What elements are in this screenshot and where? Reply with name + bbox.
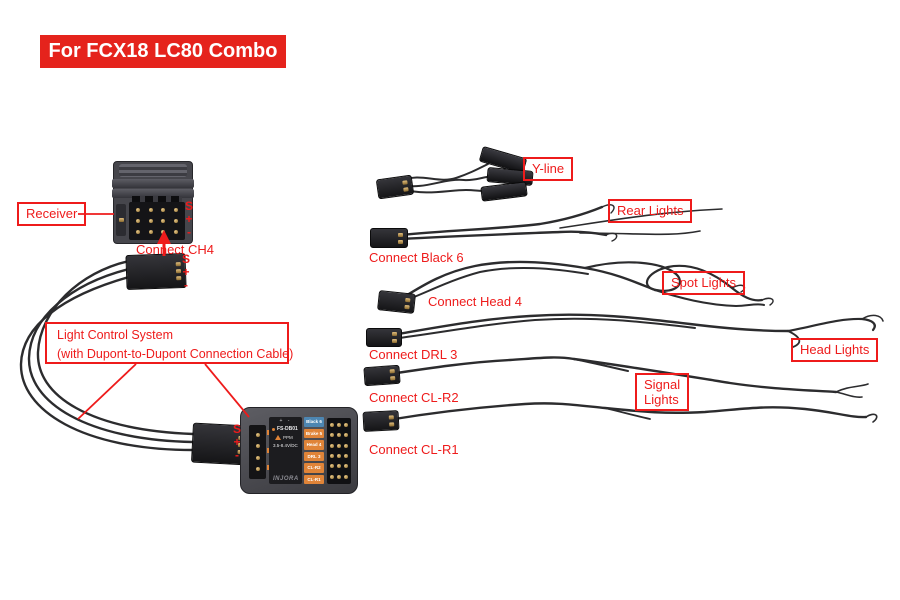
plug-pin-marks: S+- — [182, 252, 191, 292]
head-lights-label: Head Lights — [791, 338, 879, 362]
banner-title: For FCX18 LC80 Combo — [40, 35, 286, 68]
pin-dot — [148, 208, 153, 213]
controlbox-polarity-ticks — [266, 430, 269, 470]
light-control-box: + - FS-DB01 PPM 3.5-8.4V/DC INJORA Black… — [240, 407, 358, 494]
pin-dot — [161, 218, 166, 223]
pin-dot — [343, 464, 348, 469]
controlbox-output-pins — [327, 418, 351, 484]
controlbox-label-panel: + - FS-DB01 PPM 3.5-8.4V/DC INJORA — [269, 417, 302, 484]
signal-clr1-cable — [386, 402, 878, 423]
pin-dot — [343, 454, 348, 459]
dupont-loop-cable — [19, 259, 195, 452]
port-chip: CL-R2 — [304, 463, 324, 473]
pin-dot — [336, 443, 341, 448]
light-control-system-label: Light Control System (with Dupont-to-Dup… — [45, 322, 293, 364]
ch4-dupont-plug — [125, 252, 187, 291]
controlbox-pin-marks: S+- — [233, 422, 242, 462]
connect-drl3-label: Connect DRL 3 — [369, 347, 458, 362]
connect-head4-label: Connect Head 4 — [428, 294, 522, 309]
pin-dot — [330, 454, 335, 459]
pin-dot — [173, 208, 178, 213]
rear-lights-label: Rear Lights — [608, 199, 693, 223]
pin-dot — [343, 423, 348, 428]
pin-dot — [343, 433, 348, 438]
connect-ch4-label: Connect CH4 — [136, 242, 215, 257]
pin-dot — [336, 464, 341, 469]
controlbox-port-labels: Black 6 Brake 5 Head 4 DRL 3 CL-R2 CL-R1 — [304, 417, 324, 484]
rear-lights-cable — [399, 204, 723, 242]
receiver-label: Receiver — [17, 202, 87, 226]
port-chip: DRL 3 — [304, 451, 324, 461]
pin-dot — [173, 218, 178, 223]
receiver-fin — [112, 179, 194, 188]
pin-dot — [343, 474, 348, 479]
pin-dot — [148, 229, 153, 234]
receiver-pin-marks: S+- — [185, 199, 194, 239]
pin-dot — [336, 423, 341, 428]
pin-dot — [336, 474, 341, 479]
controlbox-model: FS-DB01 — [272, 426, 302, 432]
connect-clr2-label: Connect CL-R2 — [369, 390, 459, 405]
connect-black6-label: Connect Black 6 — [369, 250, 464, 265]
signal-clr2-cable — [388, 356, 869, 398]
drl-cable-plug — [366, 328, 402, 347]
port-chip: Brake 5 — [304, 428, 324, 438]
clr2-cable-plug — [363, 364, 401, 387]
pin-dot — [330, 464, 335, 469]
clr1-cable-plug — [362, 410, 400, 432]
pin-dot — [136, 229, 141, 234]
pin-dot — [173, 229, 178, 234]
receiver-module — [112, 161, 194, 244]
controlbox-ppm-row: PPM — [275, 435, 302, 440]
pin-dot — [330, 443, 335, 448]
signal-lights-label: Signal Lights — [635, 373, 690, 411]
receiver-fin — [112, 189, 194, 198]
rear-cable-plug — [370, 228, 408, 248]
spot-cable-plug — [377, 290, 416, 314]
receiver-side-contact — [116, 204, 126, 236]
controlbox-voltage: 3.5-8.4V/DC — [273, 443, 298, 448]
pin-dot — [336, 454, 341, 459]
pin-dot — [330, 423, 335, 428]
pin-dot — [148, 218, 153, 223]
y-line-label: Y-line — [523, 157, 574, 181]
port-chip: Head 4 — [304, 440, 324, 450]
connect-clr1-label: Connect CL-R1 — [369, 442, 459, 457]
port-chip: CL-R1 — [304, 474, 324, 484]
pin-dot — [161, 208, 166, 213]
controlbox-polarity-text: + - — [279, 418, 292, 424]
controlbox-brand: INJORA — [273, 476, 299, 482]
port-chip: Black 6 — [304, 417, 324, 427]
controlbox-input-socket — [249, 425, 266, 479]
pin-dot — [330, 474, 335, 479]
receiver-socket-notches — [132, 196, 182, 202]
pin-dot — [343, 443, 348, 448]
pin-dot — [161, 229, 166, 234]
receiver-top-cap — [119, 164, 187, 177]
pin-dot — [136, 208, 141, 213]
spot-lights-label: Spot Lights — [662, 271, 746, 295]
receiver-pin-socket — [129, 202, 185, 240]
pin-dot — [136, 218, 141, 223]
power-led — [272, 427, 275, 431]
warning-triangle-icon — [275, 435, 281, 440]
head-lights-cable — [390, 313, 884, 348]
pin-dot — [330, 433, 335, 438]
pin-dot — [336, 433, 341, 438]
